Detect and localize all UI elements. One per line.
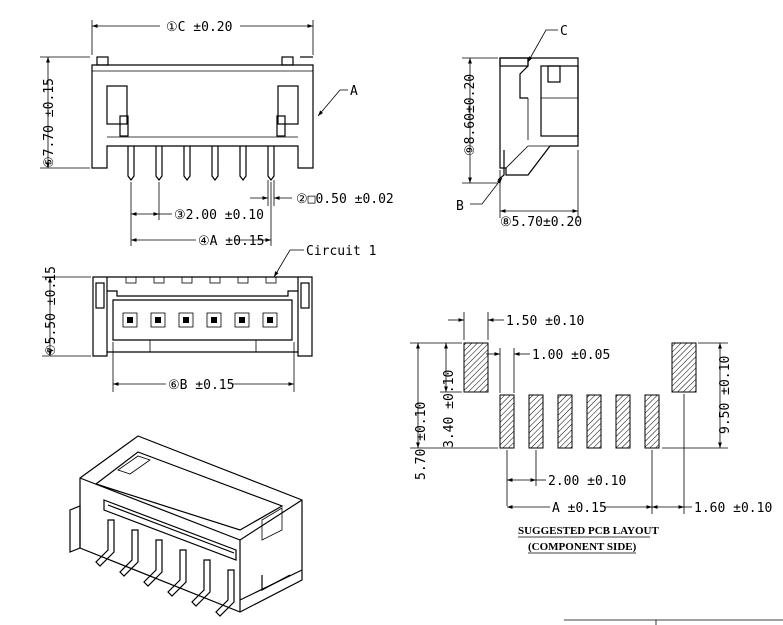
dim-8-label: ⑧5.70±0.20 [500, 215, 582, 230]
top-view-pins [122, 312, 278, 328]
iso-pins [95, 519, 235, 617]
dim-4-label: ④A ±0.15 [198, 234, 264, 249]
pcb-title: SUGGESTED PCB LAYOUT [518, 525, 659, 537]
dim-5-label: ⑤7.70 ±0.15 [42, 78, 57, 168]
callout-b: B [456, 199, 464, 214]
front-view: ①C ±0.20 ⑤7.70 ±0.15 A ②□0.50 ±0.02 ③2.0… [40, 20, 394, 249]
pcb-dim-span-label: A ±0.15 [552, 501, 607, 516]
pcb-dim-pad-label: 1.50 ±0.10 [506, 314, 584, 329]
pcb-signal-pad [615, 394, 631, 449]
pcb-dim-width-label: 1.00 ±0.05 [532, 348, 610, 363]
pcb-signal-pad [528, 394, 544, 449]
pcb-pad-left [463, 342, 489, 393]
callout-a: A [350, 84, 358, 99]
pcb-signal-pad [499, 394, 515, 449]
dim-6-label: ⑥B ±0.15 [168, 378, 234, 393]
pcb-subtitle: (COMPONENT SIDE) [528, 541, 637, 553]
dim-1-label: ①C ±0.20 [166, 20, 232, 35]
dim-7-label: ⑦5.50 ±0.15 [44, 266, 59, 356]
side-view: C B ⑨8.60±0.20 ⑧5.70±0.20 [456, 24, 582, 230]
circuit-1-label: Circuit 1 [306, 244, 376, 259]
pcb-dim-side-label: 9.50 ±0.10 [718, 356, 733, 434]
pcb-dim-pitch-label: 2.00 ±0.10 [548, 474, 626, 489]
dim-9-label: ⑨8.60±0.20 [463, 74, 478, 156]
pcb-signal-pad [586, 394, 602, 449]
front-pins [127, 146, 275, 181]
top-view: Circuit 1 ⑦5.50 ±0.15 ⑥B ±0.15 [42, 244, 376, 393]
callout-c: C [560, 24, 568, 39]
title-block-edge [564, 619, 783, 625]
pcb-dim-edge-label: 1.60 ±0.10 [694, 501, 772, 516]
isometric-view [69, 435, 303, 617]
pcb-pad-right [671, 342, 697, 393]
dim-2-label: ②□0.50 ±0.02 [296, 192, 394, 207]
pcb-signal-pad [557, 394, 573, 449]
pcb-layout: 1.50 ±0.10 1.00 ±0.05 5.70 ±0.10 3.40 ±0… [410, 312, 772, 554]
pcb-dim-offset-label: 3.40 ±0.10 [442, 370, 457, 448]
pcb-signal-pad [644, 394, 660, 449]
dim-3-label: ③2.00 ±0.10 [174, 208, 264, 223]
pcb-dim-height-label: 5.70 ±0.10 [414, 402, 429, 480]
